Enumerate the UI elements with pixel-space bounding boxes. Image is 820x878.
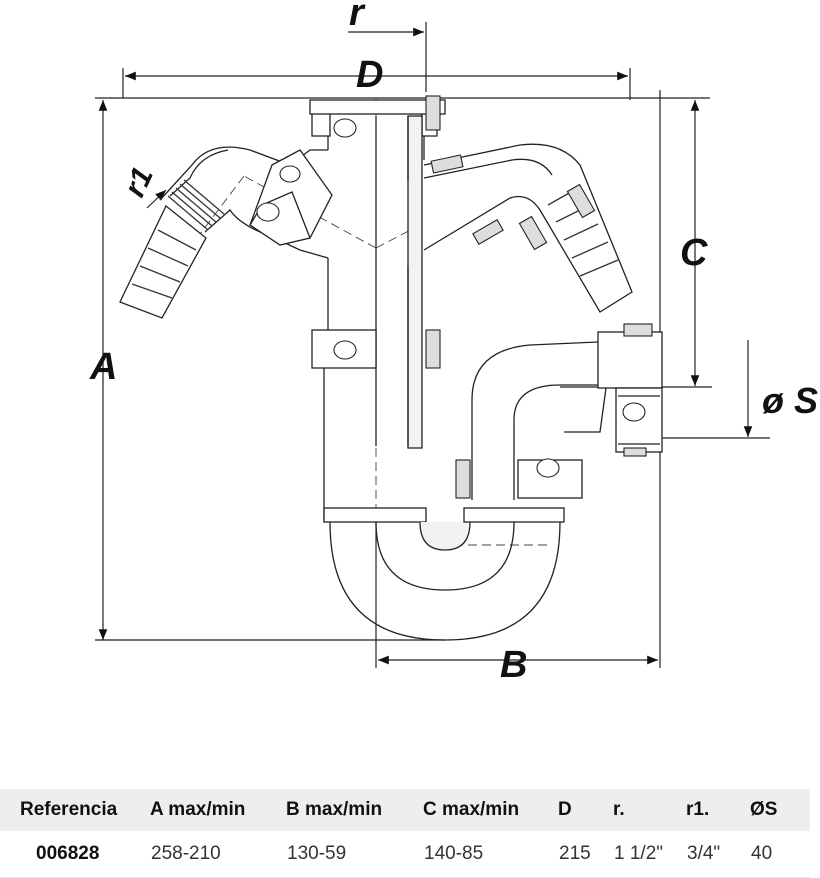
header-referencia: Referencia (0, 789, 150, 831)
table-header-row: Referencia A max/min B max/min C max/min… (0, 789, 810, 831)
header-r1: r1. (686, 789, 750, 831)
cell-c: 140-85 (423, 831, 558, 878)
siphon-technical-drawing (95, 22, 770, 668)
gasket-details (425, 95, 653, 499)
siphon-body (119, 99, 663, 641)
cell-d: 215 (558, 831, 613, 878)
dimension-label-D: D (356, 54, 384, 96)
header-r: r. (613, 789, 686, 831)
header-s: ØS (750, 789, 810, 831)
cell-r1: 3/4" (686, 831, 750, 878)
cell-s: 40 (750, 831, 810, 878)
dimension-label-C: C (680, 232, 708, 274)
cell-b: 130-59 (286, 831, 423, 878)
retaining-clips (256, 118, 646, 478)
cell-r: 1 1/2" (613, 831, 686, 878)
header-a: A max/min (150, 789, 286, 831)
dimension-label-S: ø S (762, 380, 819, 421)
cell-referencia: 006828 (0, 831, 150, 878)
dimension-label-B: B (500, 644, 528, 686)
header-c: C max/min (423, 789, 558, 831)
header-d: D (558, 789, 613, 831)
header-b: B max/min (286, 789, 423, 831)
cell-a: 258-210 (150, 831, 286, 878)
dimension-label-A: A (90, 346, 118, 388)
dimension-label-r: r (349, 0, 364, 34)
spec-table: Referencia A max/min B max/min C max/min… (0, 789, 810, 878)
table-row: 006828 258-210 130-59 140-85 215 1 1/2" … (0, 831, 810, 878)
